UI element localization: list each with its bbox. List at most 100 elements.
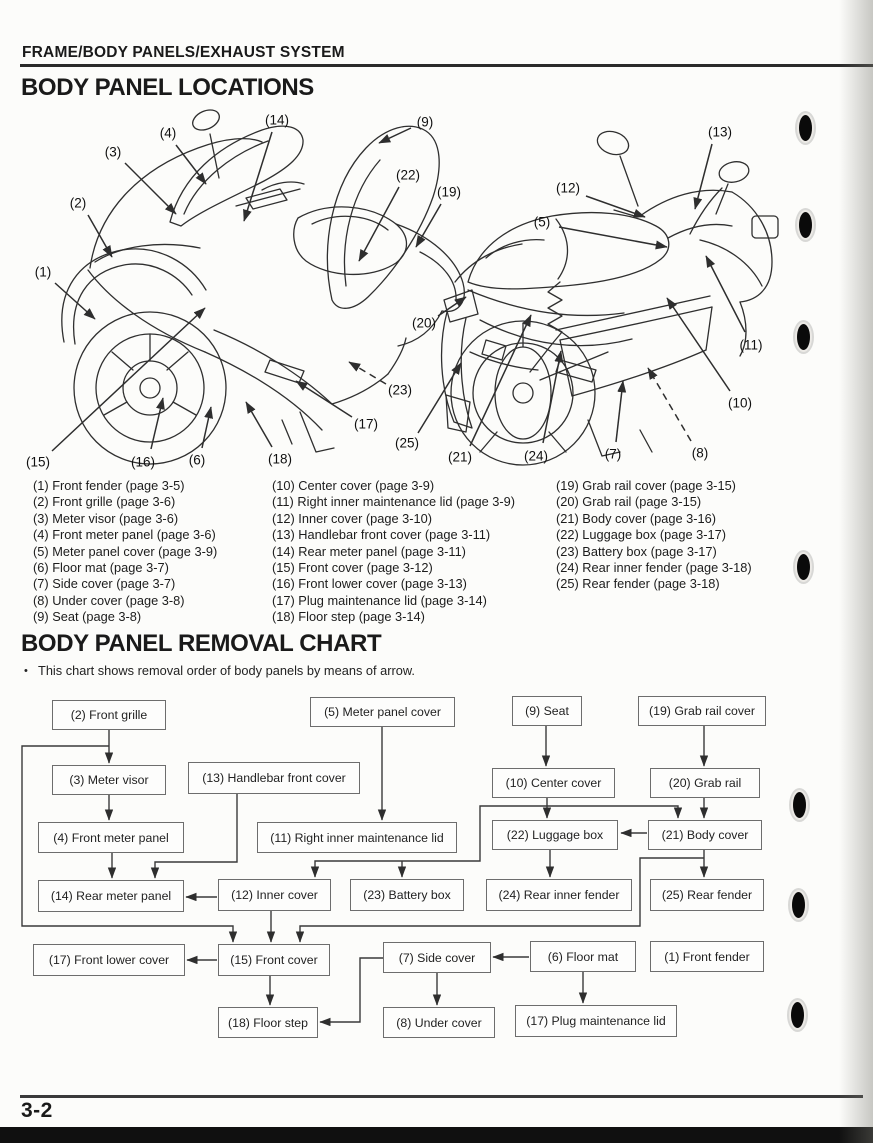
callout-label-9: (9) <box>416 114 434 130</box>
parts-list-column-2: (10) Center cover (page 3-9)(11) Right i… <box>272 478 515 626</box>
chart-box-b25: (25) Rear fender <box>650 879 764 911</box>
part-list-item: (17) Plug maintenance lid (page 3-14) <box>272 592 487 608</box>
callout-label-14: (14) <box>264 112 290 128</box>
callout-label-5: (5) <box>533 214 551 230</box>
chart-box-b22: (22) Luggage box <box>492 820 618 850</box>
callout-label-19: (19) <box>436 184 462 200</box>
part-list-item: (19) Grab rail cover (page 3-15) <box>556 478 736 493</box>
part-list-item: (4) Front meter panel (page 3-6) <box>33 527 216 543</box>
header-rule <box>20 64 873 67</box>
callout-label-3: (3) <box>104 144 122 160</box>
chart-box-b14: (14) Rear meter panel <box>38 880 184 912</box>
part-list-item: (23) Battery box (page 3-17) <box>556 543 717 559</box>
callout-label-2: (2) <box>69 195 87 211</box>
callout-label-8: (8) <box>691 445 709 461</box>
chart-box-b18: (18) Floor step <box>218 1007 318 1038</box>
removal-chart-connectors <box>21 726 709 1027</box>
part-list-item: (7) Side cover (page 3-7) <box>33 576 176 592</box>
page-header: FRAME/BODY PANELS/EXHAUST SYSTEM <box>22 44 345 61</box>
chart-box-b6: (6) Floor mat <box>530 941 636 972</box>
part-list-item: (21) Body cover (page 3-16) <box>556 510 717 526</box>
part-list-item: (8) Under cover (page 3-8) <box>33 592 185 608</box>
footer-rule <box>20 1095 863 1098</box>
chart-box-b7: (7) Side cover <box>383 942 491 973</box>
callout-label-24: (24) <box>523 448 549 464</box>
part-list-item: (2) Front grille (page 3-6) <box>33 494 176 510</box>
chart-box-b24: (24) Rear inner fender <box>486 879 632 911</box>
callout-label-10: (10) <box>727 395 753 411</box>
section-title-body-panel-locations: BODY PANEL LOCATIONS <box>21 74 314 101</box>
part-list-item: (5) Meter panel cover (page 3-9) <box>33 543 218 559</box>
part-list-item: (14) Rear meter panel (page 3-11) <box>272 543 466 559</box>
removal-chart-note-text: This chart shows removal order of body p… <box>38 663 415 678</box>
callout-label-18: (18) <box>267 451 293 467</box>
callout-label-25: (25) <box>394 435 420 451</box>
callout-label-11: (11) <box>739 337 763 353</box>
binder-hole-icon <box>792 892 805 918</box>
callout-label-7: (7) <box>604 446 622 462</box>
binder-hole-icon <box>799 212 812 238</box>
part-list-item: (6) Floor mat (page 3-7) <box>33 560 169 576</box>
page-edge-shadow <box>839 0 873 1143</box>
part-list-item: (12) Inner cover (page 3-10) <box>272 510 433 526</box>
part-list-item: (20) Grab rail (page 3-15) <box>556 494 702 510</box>
callout-label-20: (20) <box>411 315 437 331</box>
section-title-removal-chart: BODY PANEL REMOVAL CHART <box>21 630 382 657</box>
callout-label-12: (12) <box>555 180 581 196</box>
page-number: 3-2 <box>21 1099 53 1122</box>
binder-hole-icon <box>797 324 810 350</box>
binder-hole-icon <box>799 115 812 141</box>
part-list-item: (24) Rear inner fender (page 3-18) <box>556 560 752 576</box>
parts-list-column-3: (19) Grab rail cover (page 3-15)(20) Gra… <box>556 478 752 593</box>
callout-label-1: (1) <box>34 264 52 280</box>
chart-box-b4: (4) Front meter panel <box>38 822 184 853</box>
scooter-front-view-illustration <box>61 109 465 465</box>
scooter-rear-view-illustration <box>440 130 779 466</box>
removal-chart-note: • This chart shows removal order of body … <box>24 663 415 678</box>
part-list-item: (15) Front cover (page 3-12) <box>272 560 433 576</box>
chart-box-b8: (8) Under cover <box>383 1007 495 1038</box>
part-list-item: (9) Seat (page 3-8) <box>33 609 142 625</box>
chart-box-b9: (9) Seat <box>512 696 582 726</box>
chart-box-b17: (17) Plug maintenance lid <box>515 1005 677 1037</box>
part-list-item: (18) Floor step (page 3-14) <box>272 609 425 625</box>
callout-label-17: (17) <box>353 416 379 432</box>
chart-box-b10: (10) Center cover <box>492 768 615 798</box>
part-list-item: (10) Center cover (page 3-9) <box>272 478 435 493</box>
chart-box-b5: (5) Meter panel cover <box>310 697 455 727</box>
chart-box-b2: (2) Front grille <box>52 700 166 730</box>
chart-box-b20: (20) Grab rail <box>650 768 760 798</box>
chart-box-b16: (17) Front lower cover <box>33 944 185 976</box>
callout-label-6: (6) <box>188 452 206 468</box>
part-list-item: (16) Front lower cover (page 3-13) <box>272 576 467 592</box>
callout-label-21: (21) <box>447 449 473 465</box>
bullet-icon: • <box>24 665 28 677</box>
part-list-item: (11) Right inner maintenance lid (page 3… <box>272 494 516 510</box>
chart-box-b3: (3) Meter visor <box>52 765 166 795</box>
callout-label-23: (23) <box>387 382 413 398</box>
part-list-item: (1) Front fender (page 3-5) <box>33 478 185 493</box>
chart-box-b12: (12) Inner cover <box>218 879 331 911</box>
chart-box-b13: (13) Handlebar front cover <box>188 762 360 794</box>
callout-label-13: (13) <box>707 124 733 140</box>
callout-label-22: (22) <box>395 167 421 183</box>
page-bottom-scan-bar <box>0 1127 873 1143</box>
chart-box-b11: (11) Right inner maintenance lid <box>257 822 457 853</box>
chart-box-b23: (23) Battery box <box>350 879 464 911</box>
callout-label-4: (4) <box>159 125 177 141</box>
binder-hole-icon <box>791 1002 804 1028</box>
parts-list-column-1: (1) Front fender (page 3-5)(2) Front gri… <box>33 478 217 626</box>
part-list-item: (3) Meter visor (page 3-6) <box>33 510 179 526</box>
chart-box-b15: (15) Front cover <box>218 944 330 976</box>
callout-arrows <box>51 127 746 452</box>
callout-label-16: (16) <box>130 454 156 470</box>
binder-hole-icon <box>793 792 806 818</box>
callout-label-15: (15) <box>25 454 51 470</box>
part-list-item: (22) Luggage box (page 3-17) <box>556 527 727 543</box>
binder-hole-icon <box>797 554 810 580</box>
chart-box-b21: (21) Body cover <box>648 820 762 850</box>
part-list-item: (13) Handlebar front cover (page 3-11) <box>272 527 491 543</box>
chart-box-b19: (19) Grab rail cover <box>638 696 766 726</box>
